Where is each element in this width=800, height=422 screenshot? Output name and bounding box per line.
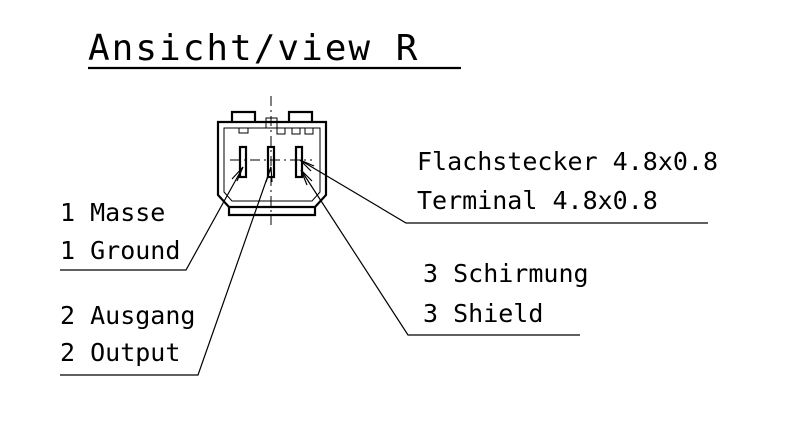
connector-notch-1 (238, 128, 249, 134)
connector-left-tab (230, 110, 257, 122)
label-terminal-en: Terminal 4.8x0.8 (417, 186, 658, 215)
leader-pin2 (60, 166, 273, 376)
leader-pin3 (300, 169, 580, 336)
connector-notch-3 (304, 128, 314, 135)
connector-latch (227, 207, 317, 217)
label-pin3-en: 3 Shield (423, 299, 543, 328)
label-pin1-en: 1 Ground (60, 236, 180, 265)
pin-1-terminal (238, 145, 248, 179)
leader-pin1 (60, 166, 244, 271)
label-pin2-en: 2 Output (60, 338, 180, 367)
pin-2-terminal (266, 145, 276, 179)
connector-body (216, 96, 328, 225)
diagram-title: Ansicht/view R (88, 28, 419, 69)
pin-3-terminal (294, 145, 304, 179)
connector-housing-inner (223, 127, 321, 202)
leader-terminal (299, 159, 708, 224)
label-terminal-de: Flachstecker 4.8x0.8 (417, 147, 718, 176)
connector-key (265, 117, 286, 135)
connector-notch-2 (291, 128, 301, 135)
connector-right-tab (287, 110, 314, 122)
label-pin2-de: 2 Ausgang (60, 301, 195, 330)
label-pin3-de: 3 Schirmung (423, 259, 589, 288)
label-pin1-de: 1 Masse (60, 198, 165, 227)
